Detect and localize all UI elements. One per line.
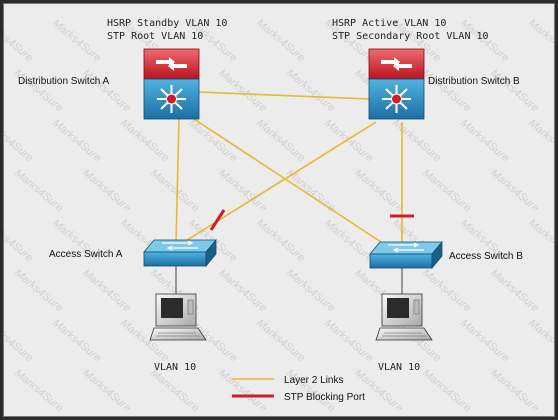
watermark-text: Marks4Sure (186, 117, 239, 164)
watermark-text: Marks4Sure (458, 317, 511, 364)
pc-b-icon[interactable] (375, 293, 433, 341)
switch-b-stp-label: STP Secondary Root VLAN 10 (332, 31, 489, 42)
watermark-text: Marks4Sure (284, 267, 337, 314)
watermark-text: Marks4Sure (12, 167, 65, 214)
access-switch-b-label: Access Switch B (449, 251, 523, 262)
pc-b-vlan-label: VLAN 10 (378, 362, 420, 373)
watermark-text: Marks4Sure (80, 367, 133, 414)
watermark-text: Marks4Sure (526, 117, 554, 164)
watermark-text: Marks4Sure (216, 167, 269, 214)
distribution-switch-a-icon[interactable] (143, 48, 200, 120)
watermark-text: Marks4Sure (118, 117, 171, 164)
legend: Layer 2 Links STP Blocking Port (232, 375, 365, 403)
watermark-text: Marks4Sure (488, 67, 541, 114)
watermark-text: Marks4Sure (254, 317, 307, 364)
watermark-text: Marks4Sure (322, 117, 375, 164)
stp-blocking-marks (209, 209, 414, 231)
watermark-text: Marks4Sure (80, 267, 133, 314)
watermark-text: Marks4Sure (254, 117, 307, 164)
distribution-switch-b-label: Distribution Switch B (428, 76, 520, 87)
watermark-text: Marks4Sure (148, 367, 201, 414)
watermark-text: Marks4Sure (420, 267, 473, 314)
watermark-text: Marks4Sure (12, 67, 65, 114)
watermark-text: Marks4Sure (148, 167, 201, 214)
watermark-text: Marks4Sure (254, 17, 307, 64)
blocking-mark-dist-b-access-a (209, 209, 226, 231)
link-dist-a-dist-b (198, 91, 370, 100)
watermark-text: Marks4Sure (4, 217, 35, 264)
watermark-text: Marks4Sure (322, 217, 375, 264)
watermark-text: Marks4Sure (488, 367, 541, 414)
watermark-text: Marks4Sure (420, 167, 473, 214)
watermark-text: Marks4Sure (216, 267, 269, 314)
watermark-text: Marks4Sure (50, 117, 103, 164)
watermark-text: Marks4Sure (12, 367, 65, 414)
watermark-text: Marks4Sure (420, 67, 473, 114)
watermark-text: Marks4Sure (80, 167, 133, 214)
watermark-text: Marks4Sure (4, 317, 35, 364)
watermark-text: Marks4Sure (352, 167, 405, 214)
watermark-text: Marks4Sure (216, 67, 269, 114)
access-switch-b-icon[interactable] (369, 240, 443, 270)
switch-a-stp-label: STP Root VLAN 10 (107, 31, 203, 42)
watermark-text: Marks4Sure (50, 317, 103, 364)
watermark-text: Marks4Sure (352, 367, 405, 414)
watermark-text: Marks4Sure (420, 367, 473, 414)
watermark-text: Marks4Sure (4, 17, 35, 64)
watermark-text: Marks4Sure (4, 117, 35, 164)
watermark-text: Marks4Sure (322, 317, 375, 364)
distribution-switch-a-label: Distribution Switch A (18, 76, 109, 87)
watermark-text: Marks4Sure (12, 267, 65, 314)
watermark-text: Marks4Sure (50, 17, 103, 64)
watermark-text: Marks4Sure (284, 67, 337, 114)
watermark-text: Marks4Sure (390, 117, 443, 164)
watermark-text: Marks4Sure (254, 217, 307, 264)
watermark-text: Marks4Sure (526, 217, 554, 264)
pc-a-vlan-label: VLAN 10 (154, 362, 196, 373)
watermark-text: Marks4Sure (80, 67, 133, 114)
watermark-text: Marks4Sure (488, 267, 541, 314)
watermark-text: Marks4Sure (216, 367, 269, 414)
distribution-switch-b-icon[interactable] (368, 48, 425, 120)
watermark-text: Marks4Sure (526, 17, 554, 64)
watermark-text: Marks4Sure (458, 117, 511, 164)
pc-a-icon[interactable] (149, 293, 207, 341)
legend-layer2-label: Layer 2 Links (284, 375, 343, 386)
switch-b-hsrp-label: HSRP Active VLAN 10 (332, 18, 446, 29)
link-dist-a-access-a (175, 118, 180, 243)
legend-blocking-label: STP Blocking Port (284, 392, 365, 403)
access-switch-a-label: Access Switch A (49, 249, 123, 260)
switch-a-hsrp-label: HSRP Standby VLAN 10 (107, 18, 227, 29)
watermark-text: Marks4Sure (488, 167, 541, 214)
watermark-text: Marks4Sure (526, 317, 554, 364)
link-dist-a-access-b (193, 118, 385, 245)
access-switch-a-icon[interactable] (143, 238, 217, 268)
